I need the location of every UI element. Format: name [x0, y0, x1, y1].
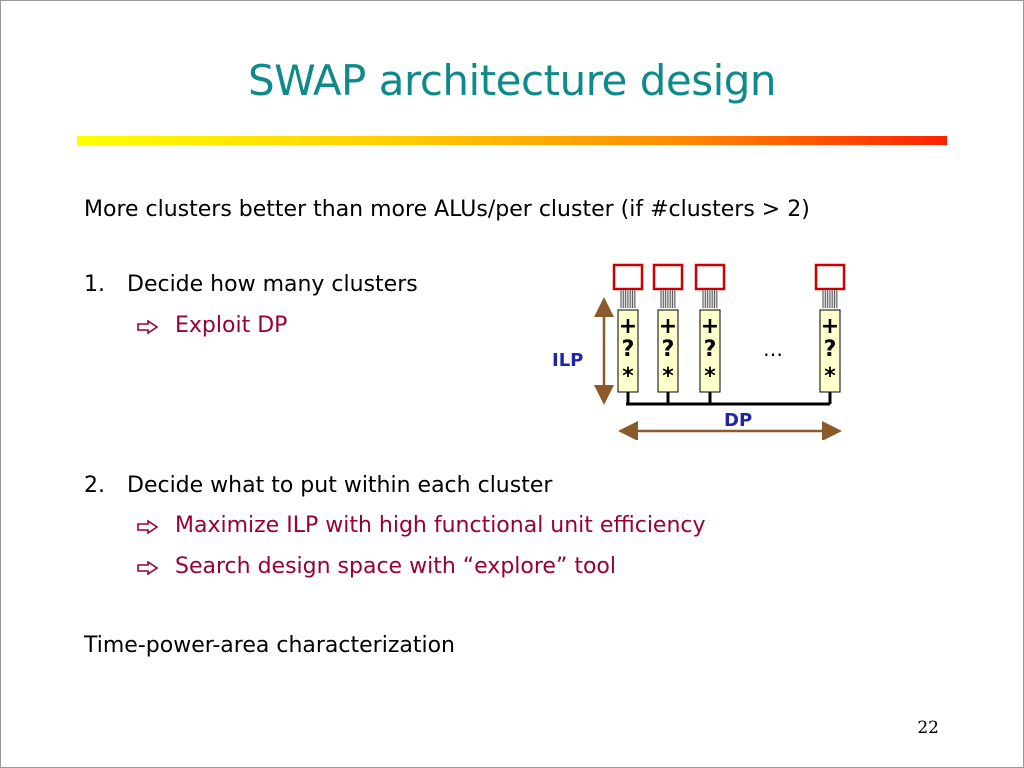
- step-2-bullet-2-text: Search design space with “explore” tool: [175, 554, 616, 579]
- intro-text: More clusters better than more ALUs/per …: [84, 197, 810, 222]
- step-1-number: 1.: [84, 272, 105, 297]
- step-1: 1. Decide how many clusters: [84, 272, 418, 297]
- hollow-arrow-icon: [137, 313, 175, 338]
- hollow-arrow-icon: [137, 513, 175, 538]
- alu-op-label: ?: [662, 337, 675, 362]
- alu-op-label: *: [704, 364, 716, 389]
- ellipsis: …: [763, 337, 783, 361]
- step-1-text: Decide how many clusters: [127, 272, 418, 297]
- alu-op-label: *: [824, 364, 836, 389]
- step-2: 2. Decide what to put within each cluste…: [84, 473, 552, 498]
- step-1-bullet-1-text: Exploit DP: [175, 313, 288, 338]
- closing-text: Time-power-area characterization: [84, 633, 455, 658]
- alu-op-label: *: [662, 364, 674, 389]
- page-number: 22: [917, 718, 939, 738]
- cluster-diagram: ILP DP … +?*+?*+?*+?*: [552, 263, 846, 440]
- dp-label: DP: [724, 410, 752, 431]
- step-2-bullet-1: Maximize ILP with high functional unit e…: [137, 513, 706, 538]
- alu-op-label: +: [701, 314, 719, 339]
- step-2-bullet-1-text: Maximize ILP with high functional unit e…: [175, 513, 706, 538]
- title-underline-bar: [77, 136, 947, 145]
- step-2-number: 2.: [84, 473, 105, 498]
- step-2-text: Decide what to put within each cluster: [127, 473, 553, 498]
- ilp-label: ILP: [552, 350, 583, 371]
- alu-op-label: *: [622, 364, 634, 389]
- register-file-box: [652, 263, 684, 291]
- register-file-box: [694, 263, 726, 291]
- step-1-bullet-1: Exploit DP: [137, 313, 287, 338]
- alu-op-label: ?: [622, 337, 635, 362]
- cluster-2: +?*: [652, 263, 684, 404]
- alu-op-label: +: [821, 314, 839, 339]
- cluster-3: +?*: [694, 263, 726, 404]
- alu-op-label: +: [619, 314, 637, 339]
- cluster-4: +?*: [814, 263, 846, 404]
- hollow-arrow-icon: [137, 554, 175, 579]
- alu-op-label: ?: [704, 337, 717, 362]
- step-2-bullet-2: Search design space with “explore” tool: [137, 554, 616, 579]
- register-file-box: [814, 263, 846, 291]
- alu-op-label: +: [659, 314, 677, 339]
- cluster-1: +?*: [612, 263, 644, 404]
- slide-title: SWAP architecture design: [247, 56, 777, 105]
- alu-op-label: ?: [824, 337, 837, 362]
- register-file-box: [612, 263, 644, 291]
